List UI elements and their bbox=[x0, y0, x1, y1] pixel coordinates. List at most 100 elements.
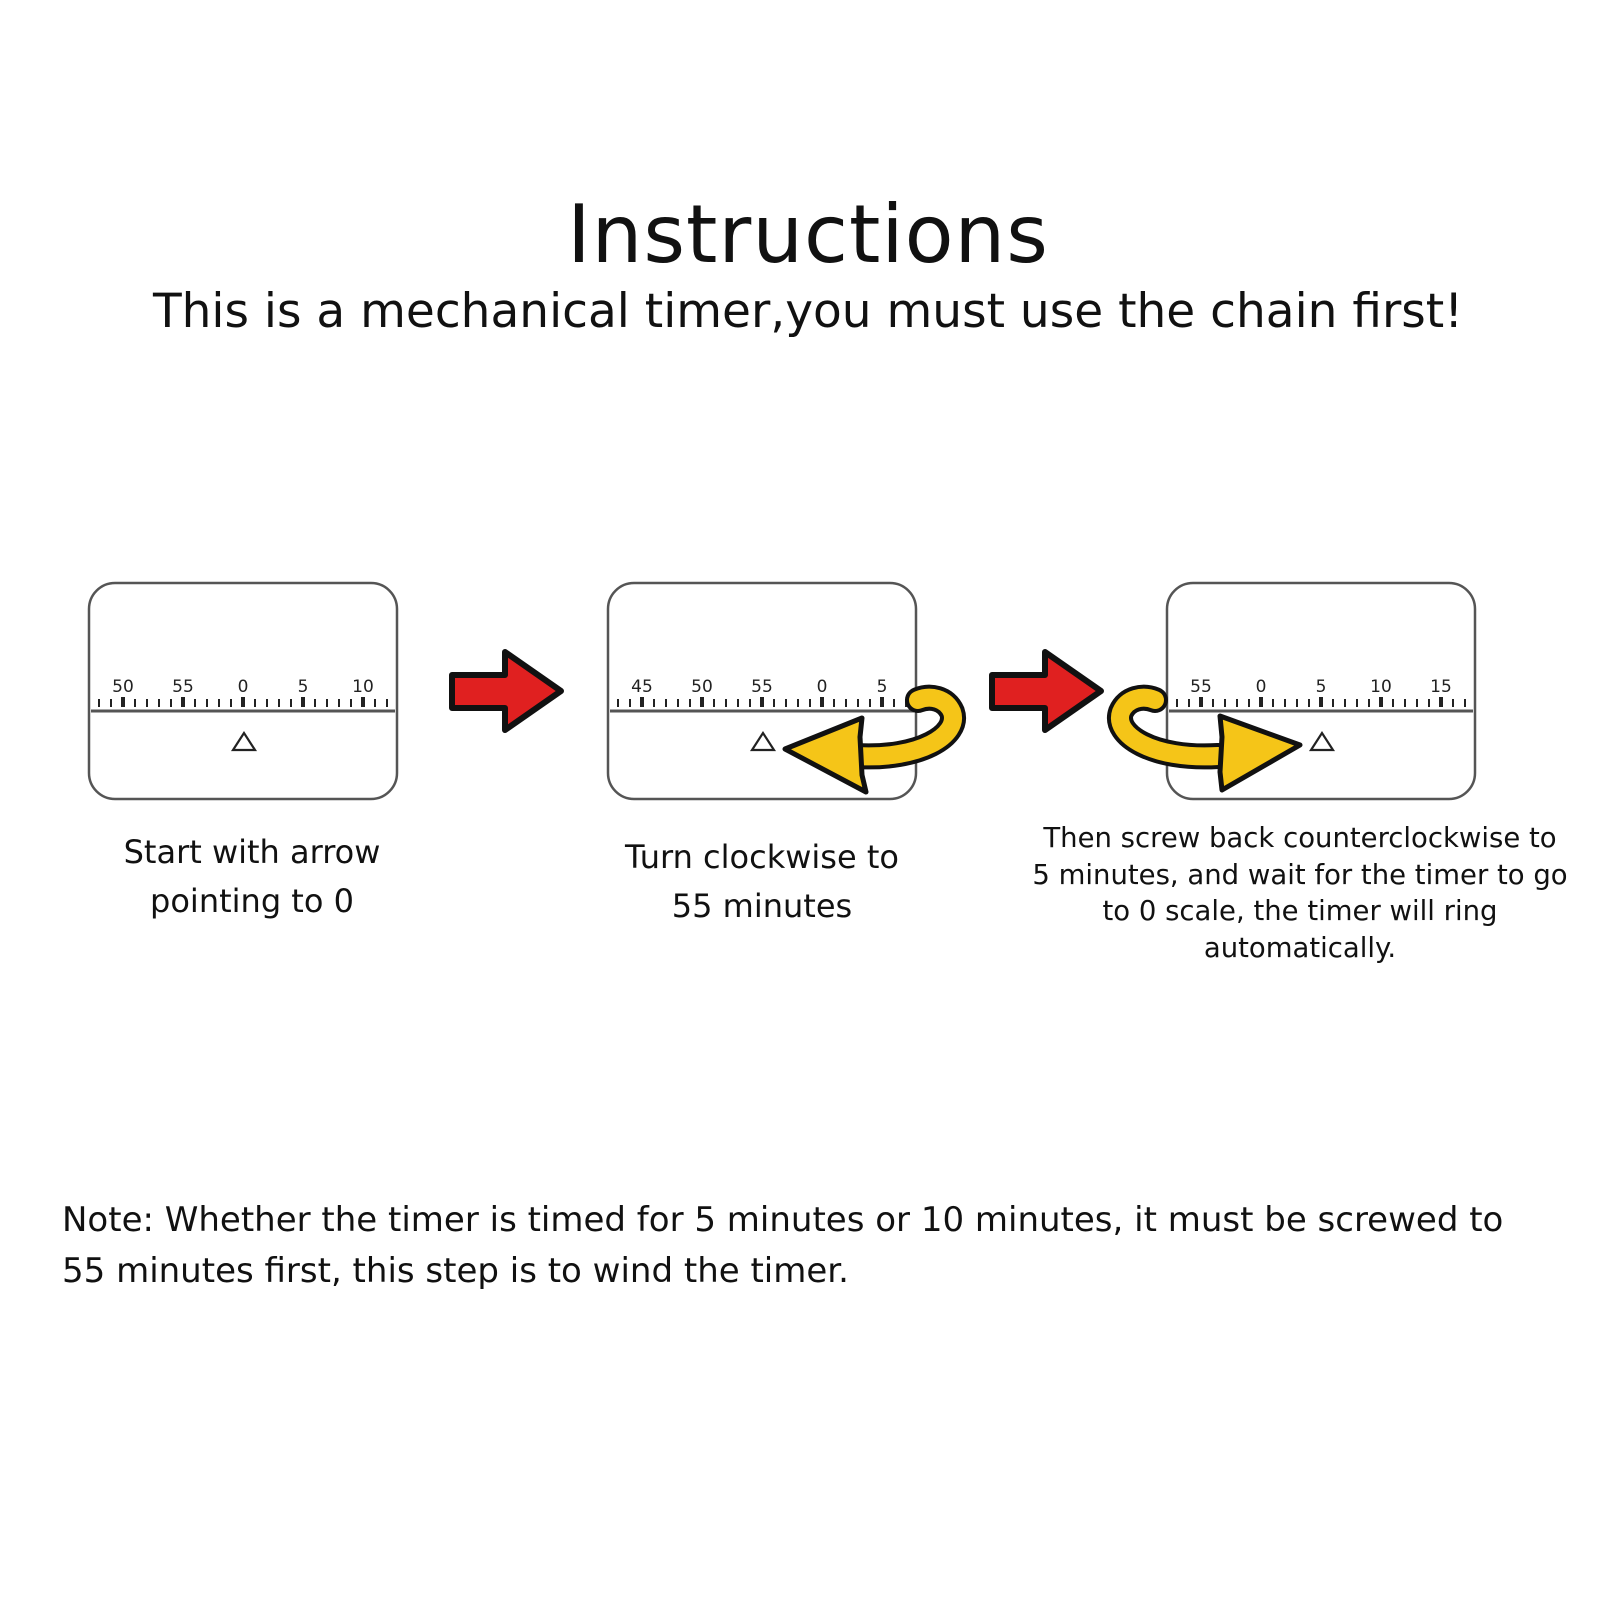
major-tick bbox=[700, 697, 704, 707]
dial-label: 55 bbox=[1190, 677, 1212, 697]
dial-label: 45 bbox=[631, 677, 653, 697]
minor-tick bbox=[98, 699, 100, 707]
minor-tick bbox=[1392, 699, 1394, 707]
minor-tick bbox=[869, 699, 871, 707]
minor-tick bbox=[785, 699, 787, 707]
minor-tick bbox=[218, 699, 220, 707]
caption-line: automatically. bbox=[1203, 931, 1397, 964]
caption-line: Turn clockwise to bbox=[625, 838, 899, 876]
dial-label: 0 bbox=[238, 677, 249, 697]
minor-tick bbox=[326, 699, 328, 707]
minor-tick bbox=[1296, 699, 1298, 707]
minor-tick bbox=[110, 699, 112, 707]
minor-tick bbox=[797, 699, 799, 707]
clockwise-rotation-arrow-icon bbox=[782, 684, 966, 795]
minor-tick bbox=[1344, 699, 1346, 707]
minor-tick bbox=[617, 699, 619, 707]
caption-line: pointing to 0 bbox=[150, 882, 354, 920]
pointer-triangle-icon bbox=[1308, 730, 1336, 752]
minor-tick bbox=[893, 699, 895, 707]
minor-tick bbox=[386, 699, 388, 707]
step-3-caption: Then screw back counterclockwise to 5 mi… bbox=[1000, 820, 1600, 966]
minor-tick bbox=[629, 699, 631, 707]
caption-line: to 0 scale, the timer will ring bbox=[1102, 895, 1498, 927]
minor-tick bbox=[290, 699, 292, 707]
minor-tick bbox=[677, 699, 679, 707]
major-tick bbox=[760, 697, 764, 707]
minor-tick bbox=[158, 699, 160, 707]
minor-tick bbox=[194, 699, 196, 707]
step-2-caption: Turn clockwise to 55 minutes bbox=[602, 833, 922, 931]
minor-tick bbox=[1188, 699, 1190, 707]
note-line: 55 minutes first, this step is to wind t… bbox=[62, 1251, 849, 1291]
minor-tick bbox=[1308, 699, 1310, 707]
minor-tick bbox=[857, 699, 859, 707]
minor-tick bbox=[1404, 699, 1406, 707]
step-1-caption: Start with arrow pointing to 0 bbox=[92, 828, 412, 926]
dial-label: 15 bbox=[1430, 677, 1452, 697]
caption-line: 55 minutes bbox=[671, 887, 853, 925]
next-step-arrow-icon bbox=[449, 649, 564, 733]
major-tick bbox=[1199, 697, 1203, 707]
major-tick bbox=[1439, 697, 1443, 707]
minor-tick bbox=[350, 699, 352, 707]
major-tick bbox=[1259, 697, 1263, 707]
major-tick bbox=[181, 697, 185, 707]
minor-tick bbox=[1452, 699, 1454, 707]
dial-label: 10 bbox=[352, 677, 374, 697]
minor-tick bbox=[146, 699, 148, 707]
dial-label: 10 bbox=[1370, 677, 1392, 697]
minor-tick bbox=[1356, 699, 1358, 707]
timer-dial: 50 55 0 5 10 bbox=[87, 581, 399, 801]
page-title: Instructions bbox=[567, 188, 1049, 281]
minor-tick bbox=[1416, 699, 1418, 707]
minor-tick bbox=[1236, 699, 1238, 707]
minor-tick bbox=[653, 699, 655, 707]
caption-line: 5 minutes, and wait for the timer to go bbox=[1032, 858, 1568, 891]
dial-label: 5 bbox=[877, 677, 888, 697]
minor-tick bbox=[206, 699, 208, 707]
minor-tick bbox=[266, 699, 268, 707]
minor-tick bbox=[1428, 699, 1430, 707]
dial-label: 55 bbox=[751, 677, 773, 697]
caption-line: Start with arrow bbox=[123, 833, 381, 871]
minor-tick bbox=[725, 699, 727, 707]
minor-tick bbox=[1368, 699, 1370, 707]
major-tick bbox=[361, 697, 365, 707]
pointer-triangle-icon bbox=[749, 730, 777, 752]
dial-label: 50 bbox=[112, 677, 134, 697]
pointer-triangle-icon bbox=[230, 730, 258, 752]
major-tick bbox=[241, 697, 245, 707]
minor-tick bbox=[1224, 699, 1226, 707]
dial-label: 55 bbox=[172, 677, 194, 697]
dial-label: 0 bbox=[1256, 677, 1267, 697]
major-tick bbox=[820, 697, 824, 707]
minor-tick bbox=[1284, 699, 1286, 707]
minor-tick bbox=[833, 699, 835, 707]
next-step-arrow-icon bbox=[989, 649, 1104, 733]
minor-tick bbox=[845, 699, 847, 707]
major-tick bbox=[301, 697, 305, 707]
dial-label: 5 bbox=[298, 677, 309, 697]
minor-tick bbox=[1272, 699, 1274, 707]
major-tick bbox=[640, 697, 644, 707]
caption-line: Then screw back counterclockwise to bbox=[1043, 822, 1557, 854]
minor-tick bbox=[1176, 699, 1178, 707]
minor-tick bbox=[749, 699, 751, 707]
minor-tick bbox=[1464, 699, 1466, 707]
minor-tick bbox=[338, 699, 340, 707]
minor-tick bbox=[1332, 699, 1334, 707]
page-subtitle: This is a mechanical timer,you must use … bbox=[152, 284, 1464, 339]
note-line: Note: Whether the timer is timed for 5 m… bbox=[62, 1200, 1504, 1240]
minor-tick bbox=[665, 699, 667, 707]
minor-tick bbox=[230, 699, 232, 707]
minor-tick bbox=[1212, 699, 1214, 707]
dial-label: 5 bbox=[1316, 677, 1327, 697]
minor-tick bbox=[773, 699, 775, 707]
dial-frame bbox=[87, 581, 399, 801]
dial-label: 0 bbox=[817, 677, 828, 697]
counterclockwise-rotation-arrow-icon bbox=[1107, 684, 1303, 793]
minor-tick bbox=[374, 699, 376, 707]
major-tick bbox=[880, 697, 884, 707]
